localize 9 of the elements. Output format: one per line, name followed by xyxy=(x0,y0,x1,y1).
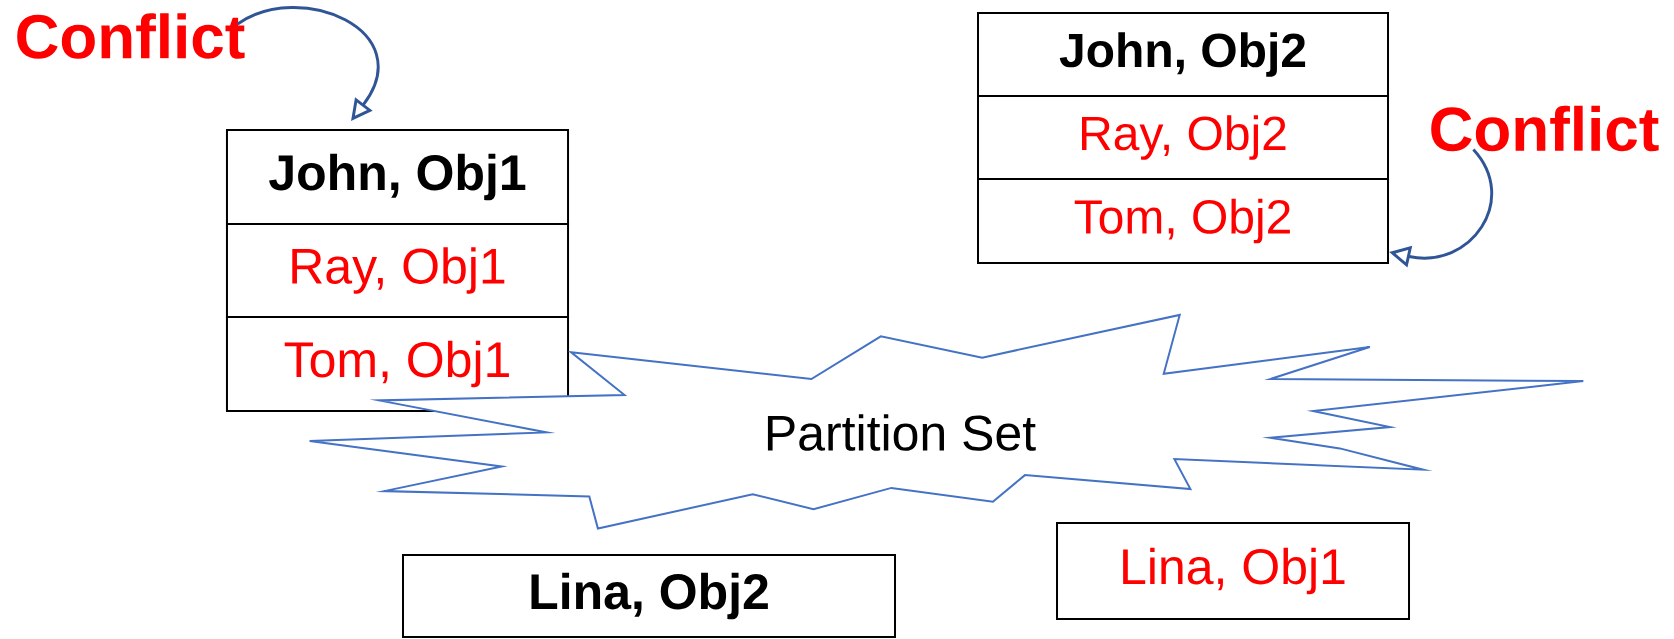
table-cell: John, Obj2 xyxy=(977,12,1389,97)
table-cell: Ray, Obj1 xyxy=(225,222,570,319)
table-cell: John, Obj1 xyxy=(225,129,570,225)
conflict-label: Conflict xyxy=(17,13,245,59)
conflict-label: Conflict xyxy=(1431,105,1659,152)
table-cell: Tom, Obj2 xyxy=(977,178,1389,264)
record-box: Lina, Obj1 xyxy=(1056,522,1410,620)
record-box: Lina, Obj2 xyxy=(402,554,896,638)
table-cell: Ray, Obj2 xyxy=(977,95,1389,180)
